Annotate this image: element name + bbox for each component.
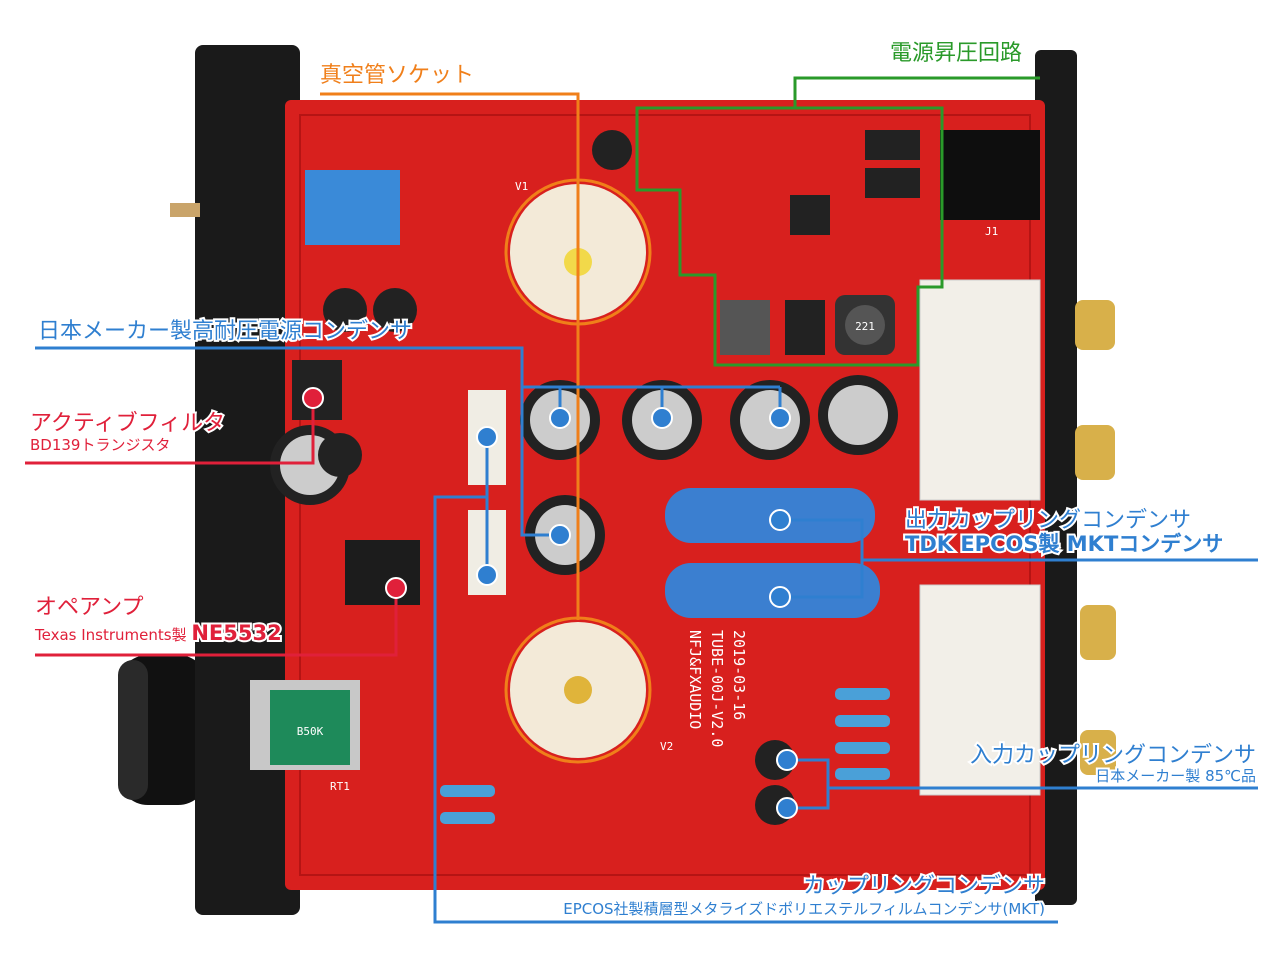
label-active-filter-sub: BD139トランジスタ [30, 436, 170, 454]
board-silkscreen: NFJ&FXAUDIO TUBE-00J-V2.0 2019-03-16 [686, 630, 748, 747]
annotation-input-caps [787, 758, 1258, 810]
label-active-filter: アクティブフィルタ [30, 411, 225, 436]
silk-j1: J1 [985, 225, 998, 238]
silk-v2: V2 [660, 740, 673, 753]
label-opamp-sub: Texas Instruments製 NE5532 [34, 621, 282, 645]
power-capacitors [270, 130, 898, 575]
toggle-switch [305, 170, 400, 245]
silk-model: TUBE-00J-V2.0 [708, 630, 726, 747]
annotation-tube-socket [320, 92, 652, 764]
label-input-caps: 入力カップリングコンデンサ [970, 743, 1256, 768]
label-output-caps-sub: TDK EPCOS製 MKTコンデンサ [905, 532, 1223, 556]
volume-potentiometer: B50K [250, 680, 360, 770]
diode-d102 [865, 168, 920, 198]
label-coupling-caps: カップリングコンデンサ [803, 874, 1045, 899]
resistors [440, 688, 890, 824]
pot-label: B50K [297, 725, 324, 738]
label-power-boost: 電源昇圧回路 [890, 41, 1022, 66]
silk-date: 2019-03-16 [730, 630, 748, 720]
regulator [720, 300, 770, 355]
output-cap-markers [769, 509, 791, 608]
silk-v1: V1 [515, 180, 528, 193]
tube-socket-v2 [510, 622, 646, 758]
annotation-opamp [35, 577, 407, 657]
label-power-caps: 日本メーカー製高耐圧電源コンデンサ [38, 319, 412, 344]
rca-jack-input [919, 584, 1116, 796]
diode-d103 [785, 300, 825, 355]
label-output-caps: 出力カップリングコンデンサ [905, 508, 1191, 533]
label-input-caps-sub: 日本メーカー製 85℃品 [1095, 767, 1256, 785]
ic-u101 [790, 195, 830, 235]
annotation-coupling-caps [433, 437, 1058, 924]
silk-rt1: RT1 [330, 780, 350, 793]
label-opamp: オペアンプ [35, 595, 143, 620]
power-cap-markers [549, 407, 791, 546]
switch-lever [170, 203, 200, 217]
input-cap-markers [776, 749, 798, 819]
right-panel [1035, 50, 1077, 905]
inductor-label: 221 [855, 320, 875, 333]
label-opamp-maker: Texas Instruments製 [34, 626, 187, 644]
dc-jack [940, 130, 1040, 220]
coupling-cap-markers [476, 426, 498, 586]
label-tube-socket: 真空管ソケット [320, 63, 474, 88]
diode-d101 [865, 130, 920, 160]
label-opamp-part: NE5532 [191, 621, 281, 645]
annotation-power-boost [635, 76, 1040, 367]
label-coupling-caps-sub: EPCOS社製積層型メタライズドポリエステルフィルムコンデンサ(MKT) [563, 900, 1045, 918]
rca-jack-output [919, 279, 1115, 501]
volume-knob [118, 655, 208, 805]
annotation-active-filter [25, 387, 324, 465]
ne5532-opamp [345, 540, 420, 605]
inductor-221: 221 [835, 295, 895, 355]
annotation-output-caps [780, 518, 1258, 599]
silk-brand: NFJ&FXAUDIO [686, 630, 704, 729]
